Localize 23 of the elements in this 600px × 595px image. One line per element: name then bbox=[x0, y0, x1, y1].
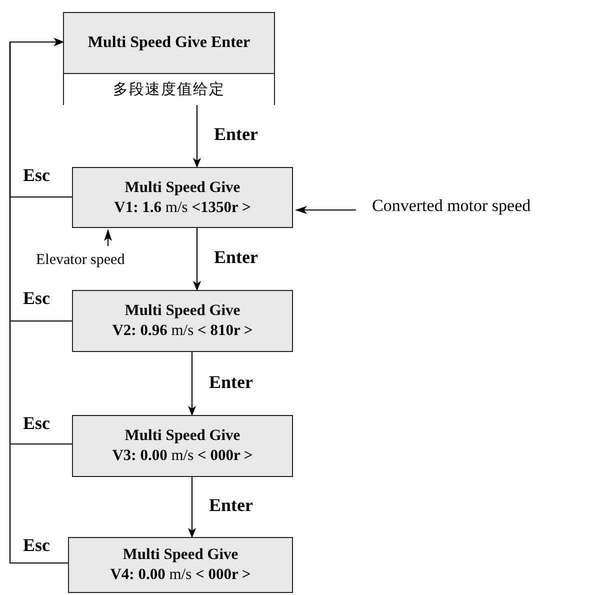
box-title: Multi Speed Give bbox=[124, 426, 240, 446]
box-title: Multi Speed Give bbox=[124, 301, 240, 321]
arrow bbox=[193, 228, 201, 291]
speed-box bbox=[72, 415, 293, 477]
box-header: Multi Speed Give Enter bbox=[64, 13, 274, 74]
speed-box bbox=[68, 537, 293, 593]
arrow bbox=[188, 352, 196, 416]
arrow bbox=[193, 105, 201, 168]
speed-value: V4: 0.00 m/s < 000r > bbox=[110, 565, 251, 585]
annotation-text: Converted motor speed bbox=[372, 196, 596, 220]
box-title: Multi Speed Give bbox=[124, 178, 240, 198]
menu-box bbox=[63, 12, 275, 105]
arrow bbox=[9, 38, 68, 564]
leader-line bbox=[295, 206, 356, 214]
speed-value: V2: 0.96 m/s < 810r > bbox=[112, 321, 253, 341]
leader-line bbox=[104, 229, 112, 246]
speed-value: V1: 1.6 m/s <1350r > bbox=[114, 198, 251, 218]
annotation-text: Elevator speed bbox=[36, 252, 160, 272]
speed-box bbox=[72, 290, 293, 352]
box-title: Multi Speed Give bbox=[122, 545, 238, 565]
arrow bbox=[188, 477, 196, 538]
speed-value: V3: 0.00 m/s < 000r > bbox=[112, 446, 253, 466]
speed-box bbox=[72, 167, 293, 228]
